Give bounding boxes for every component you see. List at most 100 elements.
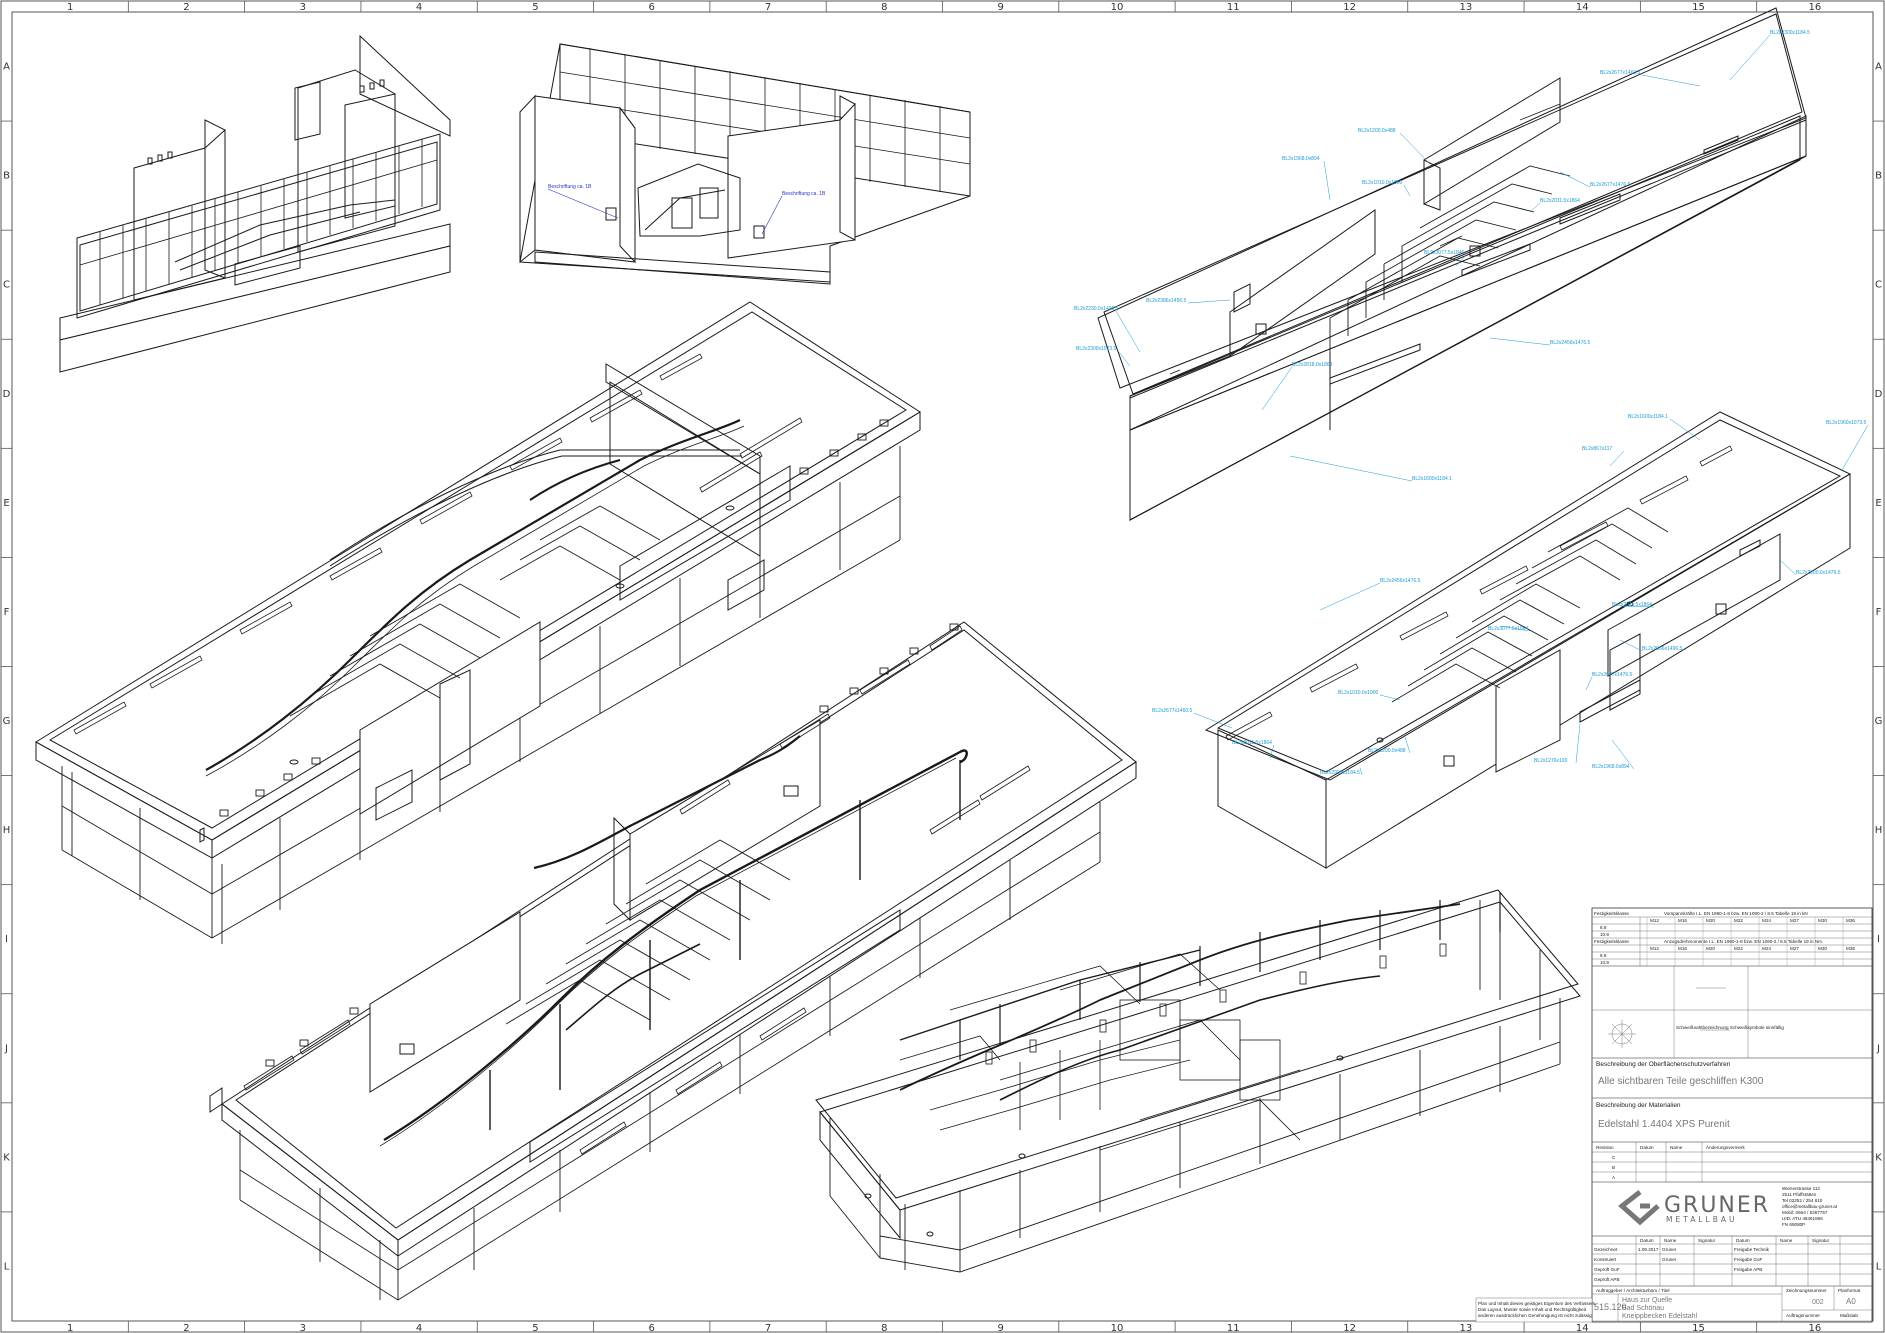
column-number-top: 2 (183, 2, 189, 13)
column-number-top: 1 (67, 2, 73, 13)
project-title-2: Bad Schönau (1622, 1305, 1664, 1312)
rev-h-name: Name (1670, 1145, 1683, 1150)
material-text: Edelstahl 1.4404 XPS Purenit (1598, 1119, 1730, 1130)
column-number-bottom: 16 (1808, 1323, 1821, 1333)
column-number-bottom: 13 (1460, 1323, 1473, 1333)
rev-h-revision: Revision (1596, 1145, 1614, 1150)
approval-role: Gezeichnet (1594, 1247, 1618, 1252)
bolt-size-header: M27 (1790, 918, 1799, 923)
approval-release: Freigabe Technik (1734, 1247, 1770, 1252)
strength-table (1591, 907, 1873, 967)
company-address-line: office@metallbau-gruner.at (1782, 1204, 1838, 1209)
part-label: BL2x2900x1184.5 (1320, 770, 1360, 776)
part-leader (1269, 744, 1275, 759)
part-label: BL2x3077.5x1864 (1488, 626, 1529, 632)
strength-norm-2: Anzugsdrehmomente I.L. EN 1990-1-8 bzw. … (1664, 939, 1822, 944)
column-number-top: 11 (1227, 2, 1240, 13)
bolt-size-columns: M12M12M16M16M20M20M22M22M24M24M27M27M30M… (1646, 917, 1855, 966)
column-number-top: 9 (997, 2, 1003, 13)
view-basin-large-left (35, 301, 921, 944)
part-leader (1403, 733, 1411, 754)
part-label: BL2x1960x1073.5 (1826, 420, 1867, 426)
column-number-top: 7 (765, 2, 771, 13)
part-leader (1641, 74, 1701, 87)
bolt-size-header: M16 (1678, 946, 1687, 951)
bolt-size-header: M30 (1818, 918, 1827, 923)
part-leader (1619, 639, 1643, 652)
part-leader (1611, 739, 1635, 770)
part-label: BL2x2011.5x1864 (1540, 198, 1580, 204)
part-leader (1575, 723, 1581, 764)
part-leader (1359, 767, 1363, 776)
part-label: BL2x2966x1496.5 (1642, 646, 1683, 652)
row-letter-right: H (1875, 825, 1883, 836)
mid-right-part-labels: BL2x1600x1184.1BL2x1960x1073.5BL2x867x11… (1152, 414, 1869, 776)
project-title-1: Haus zur Quelle (1622, 1297, 1672, 1304)
part-label: BL2x2677x1476.5 (1590, 182, 1631, 188)
row-letter-right: E (1875, 498, 1881, 509)
row-letter-right: F (1876, 607, 1882, 618)
part-label: BL2x2300.0x1476.5 (1796, 570, 1841, 576)
part-label: BL2x2456x1476.5 (1550, 340, 1591, 346)
row-letter-left: C (3, 280, 10, 291)
column-number-bottom: 7 (765, 1323, 771, 1333)
scale-label: Maßstab (1840, 1313, 1858, 1318)
company-sub: METALLBAU (1666, 1215, 1737, 1224)
surface-heading: Beschreibung der Oberflächenschutzverfah… (1596, 1061, 1731, 1068)
gruner-logo-icon (1618, 1190, 1660, 1226)
approval-header: Signatur (1812, 1238, 1830, 1243)
part-leader (1669, 418, 1701, 441)
part-leader (1529, 202, 1541, 213)
approval-name: Gruner (1662, 1247, 1677, 1252)
column-number-top: 13 (1460, 2, 1473, 13)
view-substructure-frame (815, 889, 1581, 1273)
part-leader (1609, 450, 1625, 467)
column-number-top: 12 (1343, 2, 1356, 13)
part-label: BL2x1600x1184.1 (1628, 414, 1668, 420)
approval-header: Name (1664, 1238, 1677, 1243)
row-letter-right: I (1877, 934, 1880, 945)
project-label: Auftraggeber / Architekturbüro / Titel (1596, 1288, 1670, 1293)
drawing-number-label: Zeichnungsnummer (1786, 1288, 1827, 1293)
bolt-size-header: M36 (1846, 918, 1855, 923)
bolt-size-header: M20 (1706, 918, 1715, 923)
bolt-size-header: M22 (1734, 946, 1743, 951)
row-letter-left: L (4, 1261, 10, 1272)
column-number-bottom: 1 (67, 1323, 73, 1333)
row-letter-left: I (5, 934, 8, 945)
grade-1: 8.8 (1600, 925, 1607, 930)
bolt-size-header: M20 (1706, 946, 1715, 951)
part-leader (1779, 559, 1797, 576)
part-leader (1193, 712, 1233, 729)
notes-box (1475, 1297, 1593, 1323)
column-number-bottom: 4 (416, 1323, 422, 1333)
column-number-top: 14 (1576, 2, 1589, 13)
part-label: BL2x2011.5x1864 (1232, 740, 1272, 746)
bolt-size-header: M12 (1650, 918, 1659, 923)
rev-h-datum: Datum (1640, 1145, 1654, 1150)
approval-role: Geprüft GuF (1594, 1267, 1620, 1272)
grade-3: 8.8 (1600, 953, 1607, 958)
part-leader (1379, 694, 1401, 701)
company-address-line: Mobil: 0664 / 5367757 (1782, 1210, 1828, 1215)
approval-name: Gruner (1662, 1257, 1677, 1262)
view-interior-wall (519, 43, 971, 285)
bolt-size-header: M30 (1818, 946, 1827, 951)
approval-header: Name (1780, 1238, 1793, 1243)
company-name: GRUNER (1664, 1193, 1770, 1218)
rev-b: B (1612, 1165, 1615, 1170)
note-3: anderen ausdrücklichen Genehmigung ist n… (1478, 1313, 1593, 1318)
part-label: BL2x1968.0x894 (1592, 764, 1630, 770)
part-label: BL2x1010.0x1000 (1338, 690, 1379, 696)
title-block: Festigkeitsklasse Vorspannkräfte I.L. EN… (1475, 907, 1873, 1323)
company-address-line: Wienerstrasse 112 (1782, 1186, 1820, 1191)
row-letter-left: J (4, 1043, 8, 1054)
approval-release: Freigabe GuF (1734, 1257, 1763, 1262)
approval-role: Konstruiert (1594, 1257, 1617, 1262)
approval-header: Signatur (1698, 1238, 1716, 1243)
row-letter-right: G (1875, 716, 1883, 727)
part-leader (1559, 171, 1591, 188)
rev-h-note: Änderungsvermerk (1706, 1144, 1746, 1150)
